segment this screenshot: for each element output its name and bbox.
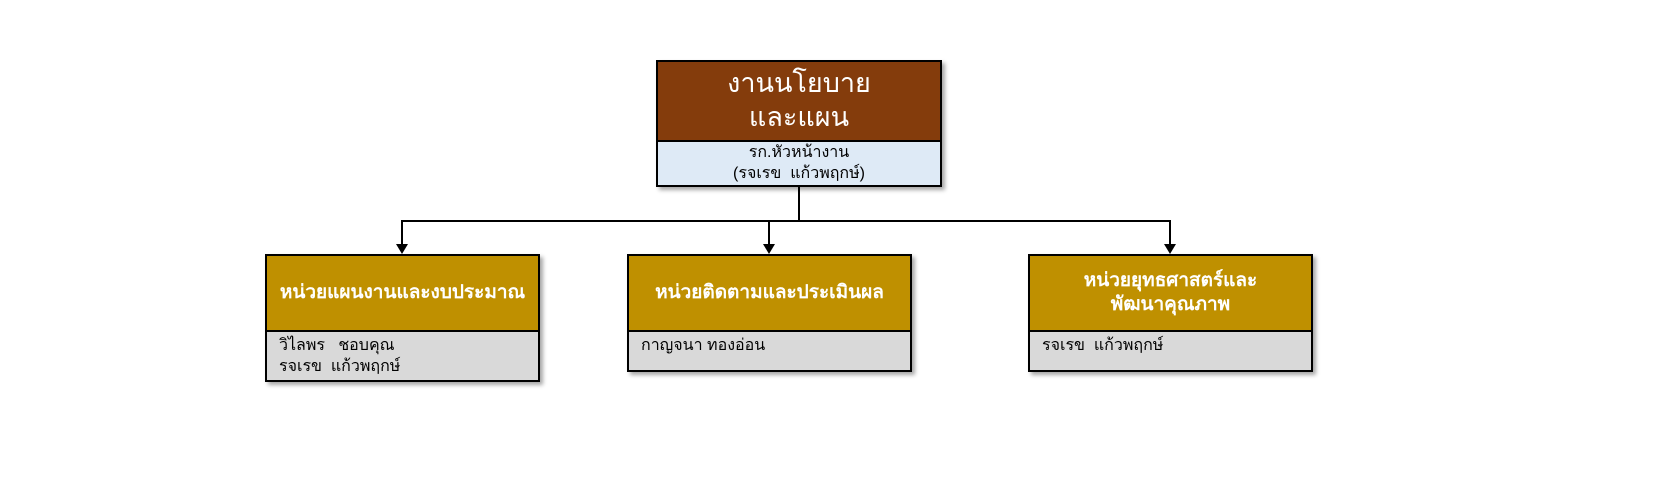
org-node-members: รจเรข แก้วพฤกษ์ bbox=[1030, 330, 1311, 370]
org-node-members: กาญจนา ทองอ่อน bbox=[629, 330, 910, 370]
root-title-line-2: และแผน bbox=[748, 102, 850, 132]
connector-child-1-vertical bbox=[401, 220, 403, 245]
member-name: รจเรข แก้วพฤกษ์ bbox=[279, 357, 401, 375]
connector-root-vertical bbox=[798, 187, 800, 222]
org-node-monitoring-evaluation[interactable]: หน่วยติดตามและประเมินผล กาญจนา ทองอ่อน bbox=[627, 254, 912, 372]
root-subtitle-line-1: รก.หัวหน้างาน bbox=[748, 143, 850, 161]
root-title-line-1: งานนโยบาย bbox=[727, 68, 871, 99]
org-node-members: วิไลพร ชอบคุณ รจเรข แก้วพฤกษ์ bbox=[267, 330, 538, 380]
child-2-title-line-1: หน่วยติดตามและประเมินผล bbox=[655, 282, 884, 304]
org-node-title: หน่วยยุทธศาสตร์และ พัฒนาคุณภาพ bbox=[1030, 256, 1311, 330]
child-3-title-line-1: หน่วยยุทธศาสตร์และ bbox=[1083, 270, 1258, 292]
child-1-title-line-1: หน่วยแผนงานและงบประมาณ bbox=[279, 282, 526, 304]
org-node-root[interactable]: งานนโยบาย และแผน รก.หัวหน้างาน (รจเรข แก… bbox=[656, 60, 942, 187]
member-name: รจเรข แก้วพฤกษ์ bbox=[1042, 337, 1164, 354]
arrow-down-icon bbox=[396, 244, 408, 254]
org-node-root-subtitle: รก.หัวหน้างาน (รจเรข แก้วพฤกษ์) bbox=[658, 140, 940, 185]
connector-child-2-vertical bbox=[768, 220, 770, 245]
org-node-title: หน่วยแผนงานและงบประมาณ bbox=[267, 256, 538, 330]
child-3-title-line-2: พัฒนาคุณภาพ bbox=[1110, 294, 1231, 315]
org-node-root-title: งานนโยบาย และแผน bbox=[658, 62, 940, 140]
org-node-title: หน่วยติดตามและประเมินผล bbox=[629, 256, 910, 330]
connector-horizontal bbox=[401, 220, 1171, 222]
arrow-down-icon bbox=[1164, 244, 1176, 254]
arrow-down-icon bbox=[763, 244, 775, 254]
org-node-planning-budget[interactable]: หน่วยแผนงานและงบประมาณ วิไลพร ชอบคุณ รจเ… bbox=[265, 254, 540, 382]
member-name: กาญจนา ทองอ่อน bbox=[641, 337, 766, 354]
member-name: วิไลพร ชอบคุณ bbox=[279, 337, 395, 354]
root-subtitle-line-2: (รจเรข แก้วพฤกษ์) bbox=[733, 164, 865, 182]
org-node-strategy-quality[interactable]: หน่วยยุทธศาสตร์และ พัฒนาคุณภาพ รจเรข แก้… bbox=[1028, 254, 1313, 372]
connector-child-3-vertical bbox=[1169, 220, 1171, 245]
